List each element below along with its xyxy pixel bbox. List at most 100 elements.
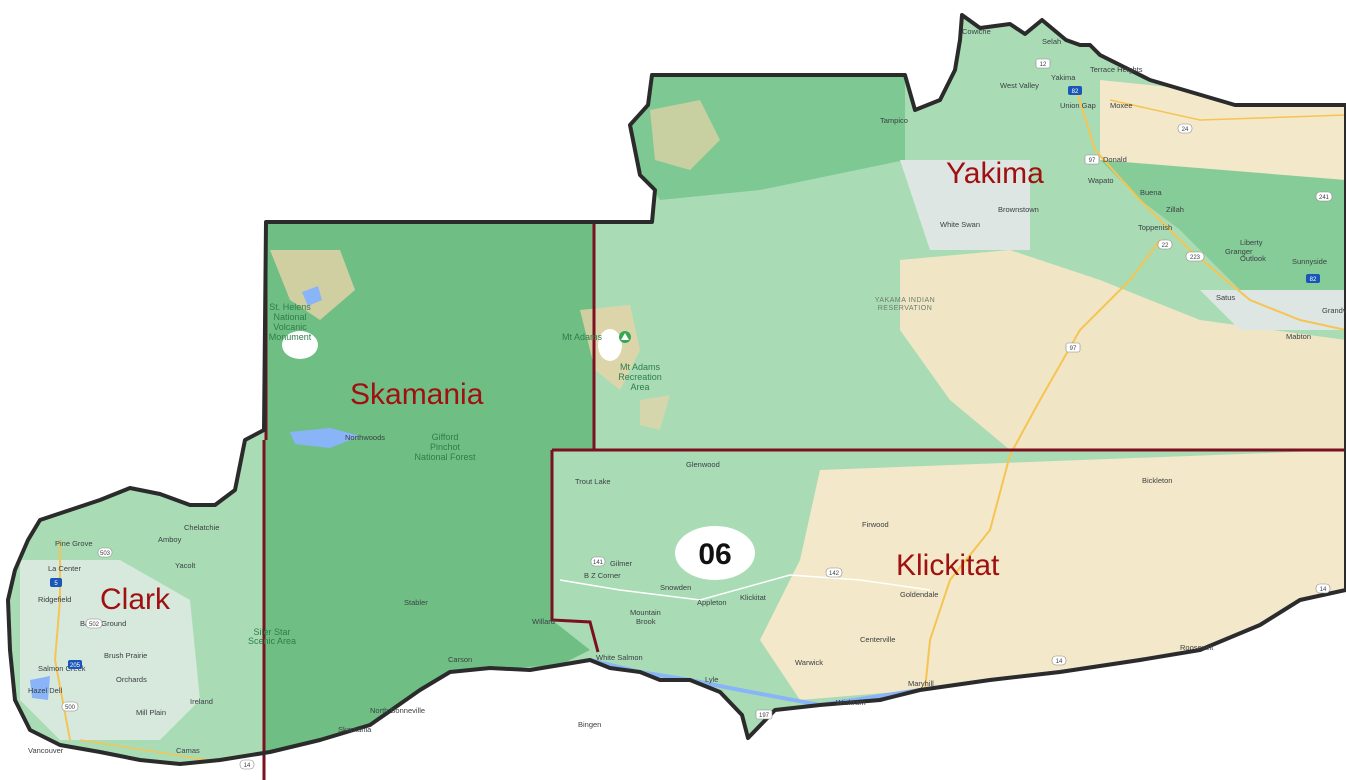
svg-text:Brush Prairie: Brush Prairie <box>104 651 147 660</box>
highway-shield-icon: 141 <box>590 556 606 567</box>
svg-text:Warwick: Warwick <box>795 658 823 667</box>
svg-text:Zillah: Zillah <box>1166 205 1184 214</box>
svg-text:141: 141 <box>593 560 604 566</box>
svg-text:Donald: Donald <box>1103 155 1127 164</box>
county-label-klickitat: Klickitat <box>896 549 1000 582</box>
svg-text:Centerville: Centerville <box>860 635 895 644</box>
svg-text:24: 24 <box>1182 127 1189 133</box>
svg-text:14: 14 <box>1320 587 1327 593</box>
svg-text:Brook: Brook <box>636 617 656 626</box>
svg-text:Firwood: Firwood <box>862 520 889 529</box>
svg-text:Scenic Area: Scenic Area <box>248 636 296 646</box>
highway-shield-icon: 22 <box>1157 239 1173 250</box>
highway-shield-icon: 14 <box>1315 583 1331 594</box>
svg-text:Bingen: Bingen <box>578 720 601 729</box>
highway-shield-icon: 82 <box>1306 274 1320 283</box>
district-outline <box>6 13 1346 766</box>
svg-text:La Center: La Center <box>48 564 81 573</box>
highway-shield-icon: 97 <box>1084 154 1100 165</box>
svg-text:Yakima: Yakima <box>1051 73 1076 82</box>
svg-text:Maryhill: Maryhill <box>908 679 934 688</box>
svg-text:Goldendale: Goldendale <box>900 590 938 599</box>
svg-text:Roosevelt: Roosevelt <box>1180 643 1214 652</box>
svg-text:500: 500 <box>65 705 76 711</box>
highway-shields: 12 82 24 97 22 223 241 14 82 97 142 197 … <box>50 58 1333 770</box>
svg-text:Yacolt: Yacolt <box>175 561 196 570</box>
highway-shield-icon: 502 <box>85 618 103 629</box>
highway-shield-icon: 197 <box>755 709 773 720</box>
place-labels: St. Helens National Volcanic Monument Gi… <box>248 302 662 646</box>
svg-text:Wishram: Wishram <box>836 698 866 707</box>
district-badge: 06 <box>675 526 755 580</box>
svg-text:Amboy: Amboy <box>158 535 182 544</box>
highway-shield-icon: 503 <box>97 547 113 558</box>
svg-text:Union Gap: Union Gap <box>1060 101 1096 110</box>
svg-text:Pine Grove: Pine Grove <box>55 539 93 548</box>
reservation-label: YAKAMA INDIAN <box>875 297 935 304</box>
svg-text:223: 223 <box>1190 255 1201 261</box>
highway-shield-icon: 142 <box>825 567 843 578</box>
svg-text:82: 82 <box>1310 277 1317 283</box>
svg-text:205: 205 <box>70 663 81 669</box>
svg-text:Pinchot: Pinchot <box>430 442 461 452</box>
svg-text:Area: Area <box>630 382 649 392</box>
svg-text:Granger: Granger <box>1225 247 1253 256</box>
svg-text:North Bonneville: North Bonneville <box>370 706 425 715</box>
svg-text:Grandview: Grandview <box>1322 306 1346 315</box>
svg-text:Satus: Satus <box>1216 293 1235 302</box>
svg-text:Mountain: Mountain <box>630 608 661 617</box>
svg-text:Monument: Monument <box>269 332 312 342</box>
svg-text:142: 142 <box>829 571 840 577</box>
svg-text:Mabton: Mabton <box>1286 332 1311 341</box>
highway-shield-icon: 12 <box>1035 58 1051 69</box>
svg-text:Appleton: Appleton <box>697 598 727 607</box>
reservation-label: RESERVATION <box>878 305 933 312</box>
svg-text:B Z Corner: B Z Corner <box>584 571 621 580</box>
svg-text:Willard: Willard <box>532 617 555 626</box>
svg-text:Gifford: Gifford <box>432 432 459 442</box>
svg-text:Klickitat: Klickitat <box>740 593 767 602</box>
highway-shield-icon: 97 <box>1065 342 1081 353</box>
svg-text:Battle Ground: Battle Ground <box>80 619 126 628</box>
highway-shield-icon: 223 <box>1185 251 1205 262</box>
svg-text:Recreation: Recreation <box>618 372 662 382</box>
svg-text:Moxee: Moxee <box>1110 101 1133 110</box>
svg-text:Carson: Carson <box>448 655 472 664</box>
svg-text:St. Helens: St. Helens <box>269 302 311 312</box>
svg-text:Cowiche: Cowiche <box>962 27 991 36</box>
svg-text:Vancouver: Vancouver <box>28 746 64 755</box>
svg-text:14: 14 <box>1056 659 1063 665</box>
county-label-skamania: Skamania <box>350 378 484 411</box>
district-number: 06 <box>698 538 731 571</box>
svg-text:Trout Lake: Trout Lake <box>575 477 611 486</box>
svg-text:National: National <box>273 312 306 322</box>
svg-text:Lyle: Lyle <box>705 675 718 684</box>
highway-shield-icon: 82 <box>1068 86 1082 95</box>
svg-text:Buena: Buena <box>1140 188 1163 197</box>
svg-text:12: 12 <box>1040 62 1047 68</box>
highway-shield-icon: 500 <box>61 701 79 712</box>
svg-text:West Valley: West Valley <box>1000 81 1039 90</box>
svg-text:97: 97 <box>1089 158 1096 164</box>
svg-text:White Swan: White Swan <box>940 220 980 229</box>
svg-text:22: 22 <box>1162 243 1169 249</box>
svg-text:Snowden: Snowden <box>660 583 691 592</box>
svg-text:Skamania: Skamania <box>338 725 372 734</box>
svg-text:241: 241 <box>1319 195 1330 201</box>
svg-text:Gilmer: Gilmer <box>610 559 633 568</box>
highway-shield-icon: 241 <box>1315 191 1333 202</box>
svg-text:Northwoods: Northwoods <box>345 433 385 442</box>
svg-text:Liberty: Liberty <box>1240 238 1263 247</box>
svg-text:Chelatchie: Chelatchie <box>184 523 219 532</box>
svg-text:Camas: Camas <box>176 746 200 755</box>
svg-text:14: 14 <box>244 763 251 769</box>
svg-text:Mill Plain: Mill Plain <box>136 708 166 717</box>
svg-text:502: 502 <box>89 622 100 628</box>
county-label-clark: Clark <box>100 583 171 616</box>
svg-text:Salmon Creek: Salmon Creek <box>38 664 86 673</box>
svg-text:Selah: Selah <box>1042 37 1061 46</box>
svg-text:Mt Adams: Mt Adams <box>562 332 603 342</box>
svg-text:Sunnyside: Sunnyside <box>1292 257 1327 266</box>
